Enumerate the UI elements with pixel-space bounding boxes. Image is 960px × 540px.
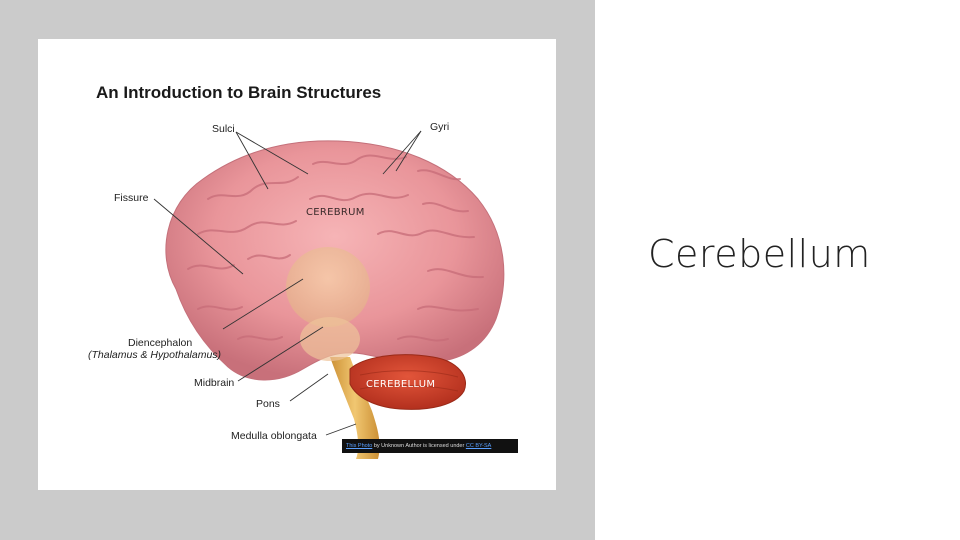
photo-credit-text: by Unknown Author is licensed under: [372, 443, 466, 449]
cerebellum-shape: [349, 354, 466, 410]
photo-credit-link[interactable]: This Photo: [346, 443, 373, 449]
cerebellum-folds: [359, 370, 459, 392]
label-pons: Pons: [256, 398, 280, 410]
photo-credit: This Photo by Unknown Author is licensed…: [342, 439, 518, 453]
slide-title: Cerebellum: [648, 232, 871, 276]
label-medulla: Medulla oblongata: [231, 430, 317, 442]
license-link[interactable]: CC BY-SA: [465, 443, 492, 449]
label-midbrain: Midbrain: [194, 377, 235, 389]
gyri-folds: [187, 154, 484, 342]
label-cerebrum: CEREBRUM: [306, 207, 365, 218]
brain-diagram: An Introduction to Brain Structures Sulc…: [38, 39, 556, 490]
label-gyri: Gyri: [430, 121, 450, 133]
label-fissure: Fissure: [114, 192, 149, 204]
figure-title: An Introduction to Brain Structures: [96, 83, 382, 102]
label-diencephalon: Diencephalon: [128, 337, 193, 349]
brain-illustration: [153, 130, 505, 459]
midbrain-shape: [300, 317, 360, 361]
pointer-lines: [153, 130, 422, 436]
brainstem: [330, 357, 380, 459]
label-diencephalon-sub: (Thalamus & Hypothalamus): [88, 349, 222, 361]
label-cerebellum: CEREBELLUM: [366, 379, 436, 390]
diencephalon-shape: [286, 247, 370, 327]
label-sulci: Sulci: [212, 123, 235, 135]
